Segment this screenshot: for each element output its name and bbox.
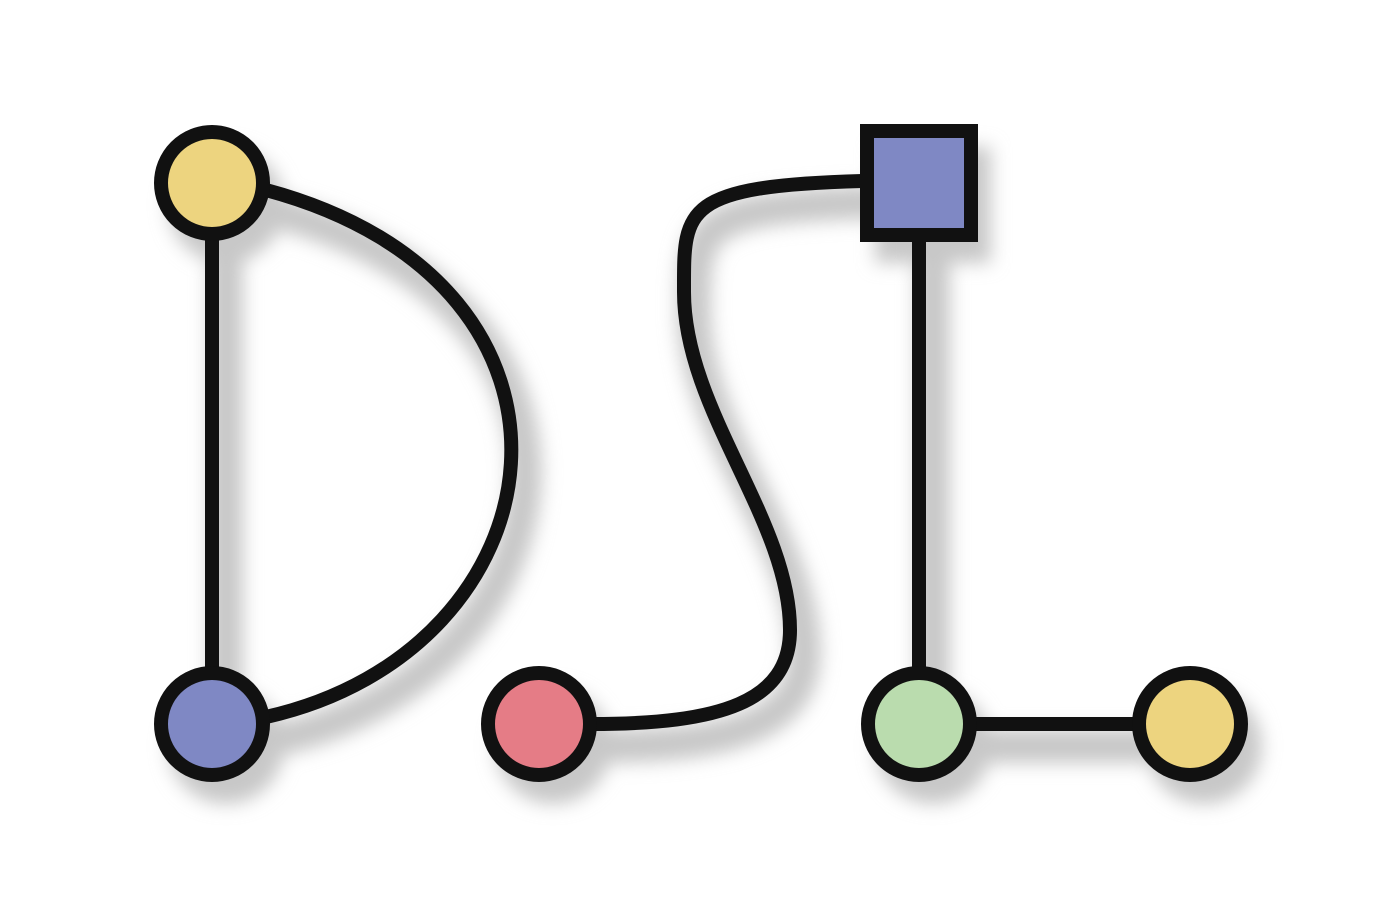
letter-d bbox=[154, 125, 519, 782]
s-curve-edge bbox=[591, 174, 863, 731]
l-top-square-node bbox=[860, 124, 978, 242]
letter-s bbox=[481, 174, 863, 782]
s-end-node bbox=[481, 666, 597, 782]
l-end-node bbox=[1132, 666, 1248, 782]
d-bottom-node bbox=[154, 666, 270, 782]
d-top-node bbox=[154, 125, 270, 241]
d-arc-edge bbox=[264, 183, 519, 724]
l-corner-node bbox=[861, 666, 977, 782]
letter-l bbox=[860, 124, 1248, 782]
